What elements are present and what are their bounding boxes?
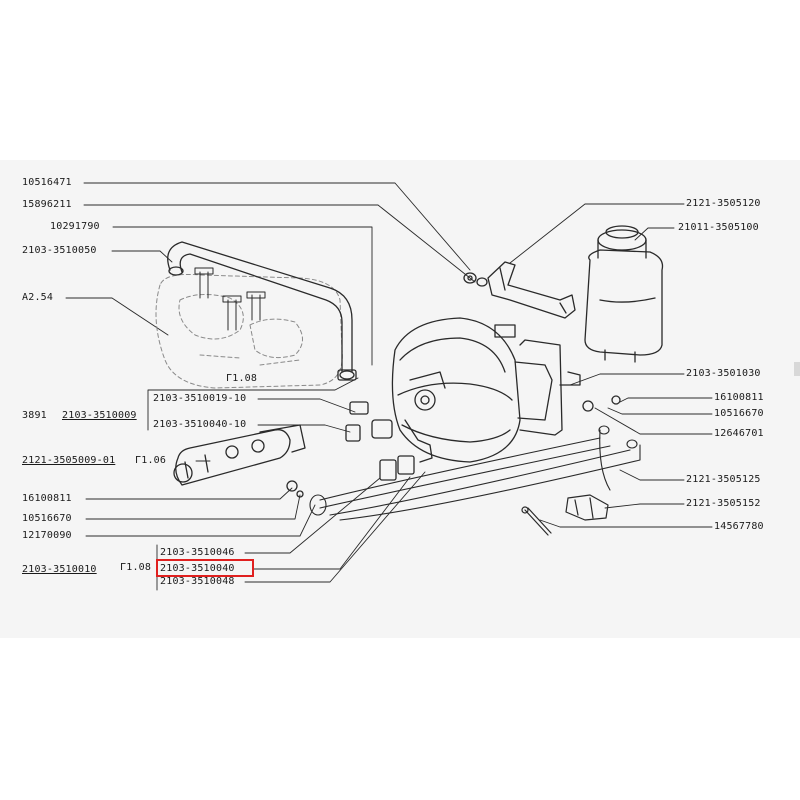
reservoir-bracket [463,261,576,319]
label-2121-3505009-01: 2121-3505009-01 [22,455,116,466]
label-10516670-left: 10516670 [22,513,72,524]
leader-16100811-left [85,487,293,500]
leader-14567780 [539,519,713,528]
label-21011-3505100: 21011-3505100 [678,222,759,233]
diagram-sheet [0,160,800,638]
leader-3510040-10 [257,424,351,433]
pipe-clip [565,494,609,521]
screw [521,506,552,536]
label-2103-3510010: 2103-3510010 [22,564,97,575]
label-2103-3510046: 2103-3510046 [160,547,235,558]
leader-21011-3505100 [634,227,675,241]
leader-10516670-left [85,494,301,520]
label-10516471: 10516471 [22,177,72,188]
brake-booster [391,317,581,463]
label-2103-3510009: 2103-3510009 [62,410,137,421]
engine-studs [194,267,266,331]
leader-3510048 [244,471,426,583]
brake-pipes [309,425,641,521]
label-2103-3510048: 2103-3510048 [160,576,235,587]
leader-2121-3505125 [619,469,685,481]
label-2103-3510050: 2103-3510050 [22,245,97,256]
leader-3510040 [252,476,411,570]
leader-lines-right [509,203,713,528]
label-12170090: 12170090 [22,530,72,541]
leader-3510046 [244,477,381,554]
label-g1-06: Г1.06 [135,455,167,466]
leader-A2-54 [65,297,169,336]
master-cylinder [173,424,306,486]
leader-2121-3505152 [604,503,685,509]
leader-2103-3501030 [569,373,685,386]
engine-block-drawing [155,274,343,389]
label-3891: 3891 [22,410,47,421]
label-g1-08-bottom: Г1.08 [120,562,152,573]
label-16100811-right: 16100811 [714,392,764,403]
leader-12646701 [594,407,713,435]
leader-10516471 [83,182,471,271]
label-A2-54: A2.54 [22,292,54,303]
leader-12170090 [85,504,316,537]
label-2103-3501030: 2103-3501030 [686,368,761,379]
leader-16100811-right [619,397,713,403]
label-10516670-right: 10516670 [714,408,764,419]
pipe-fittings [286,395,621,498]
label-2121-3505120: 2121-3505120 [686,198,761,209]
leader-lines-left [65,182,476,591]
vacuum-hose [167,241,357,381]
label-2103-3510019-10: 2103-3510019-10 [153,393,247,404]
scrollbar-thumb[interactable] [794,362,800,376]
label-2121-3505125: 2121-3505125 [686,474,761,485]
label-14567780: 14567780 [714,521,764,532]
label-2103-3510040-10: 2103-3510040-10 [153,419,247,430]
leader-2121-3505120 [509,203,685,264]
leader-3510019-10 [257,398,356,413]
label-10291790: 10291790 [50,221,100,232]
leader-10291790 [112,226,373,366]
leader-10516670-right [607,407,713,415]
leader-2103-3510050 [111,250,173,263]
label-g1-08-top: Г1.08 [226,373,258,384]
bracket-3510009 [147,377,359,431]
label-12646701: 12646701 [714,428,764,439]
leader-15896211 [83,204,476,283]
fluid-reservoir [584,225,664,363]
label-2103-3510040: 2103-3510040 [160,563,235,574]
label-16100811-left: 16100811 [22,493,72,504]
label-15896211: 15896211 [22,199,72,210]
label-2121-3505152: 2121-3505152 [686,498,761,509]
